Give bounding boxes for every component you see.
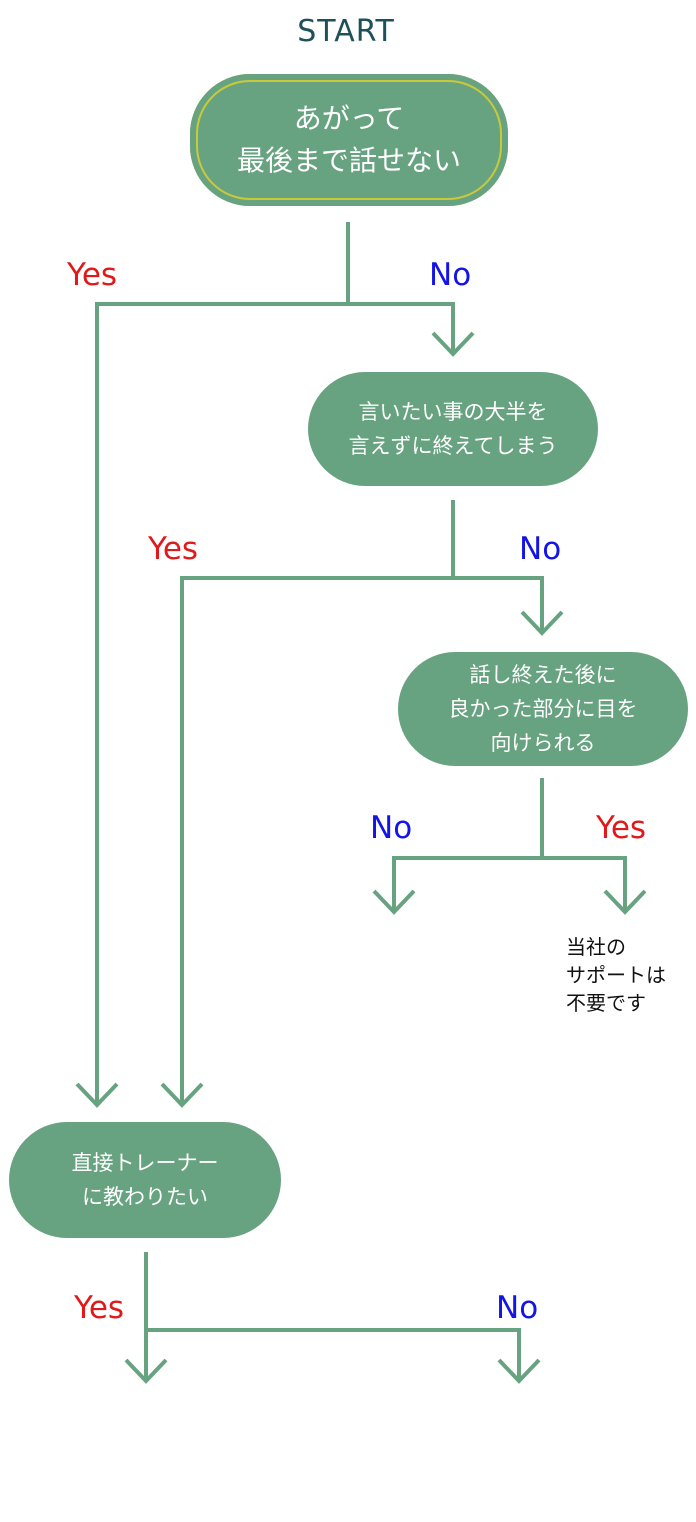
question-node-1: あがって 最後まで話せない: [190, 74, 508, 206]
branch-label-q4-no: No: [496, 1290, 539, 1326]
arrowhead-q2-yes: [160, 1082, 204, 1108]
arrowhead-q4-yes: [124, 1358, 168, 1384]
branch-label-q3-yes: Yes: [596, 810, 647, 846]
branch-label-q1-no: No: [429, 257, 472, 293]
branch-label-q2-yes: Yes: [148, 531, 199, 567]
arrowhead-q3-yes: [603, 889, 647, 915]
question-node-2: 言いたい事の大半を 言えずに終えてしまう: [308, 372, 598, 486]
arrowhead-q3-no: [372, 889, 416, 915]
start-label: START: [297, 14, 395, 49]
branch-label-q2-no: No: [519, 531, 562, 567]
question-node-3: 話し終えた後に 良かった部分に目を 向けられる: [398, 652, 688, 766]
arrowhead-q1-no: [431, 331, 475, 357]
branch-label-q4-yes: Yes: [74, 1290, 125, 1326]
branch-label-q3-no: No: [370, 810, 413, 846]
arrowhead-q4-no: [497, 1358, 541, 1384]
branch-label-q1-yes: Yes: [67, 257, 118, 293]
question-node-4: 直接トレーナー に教わりたい: [9, 1122, 281, 1238]
result-note-no-support-needed: 当社の サポートは 不要です: [566, 935, 666, 1015]
arrowhead-q1-yes: [75, 1082, 119, 1108]
arrowhead-q2-no: [520, 610, 564, 636]
